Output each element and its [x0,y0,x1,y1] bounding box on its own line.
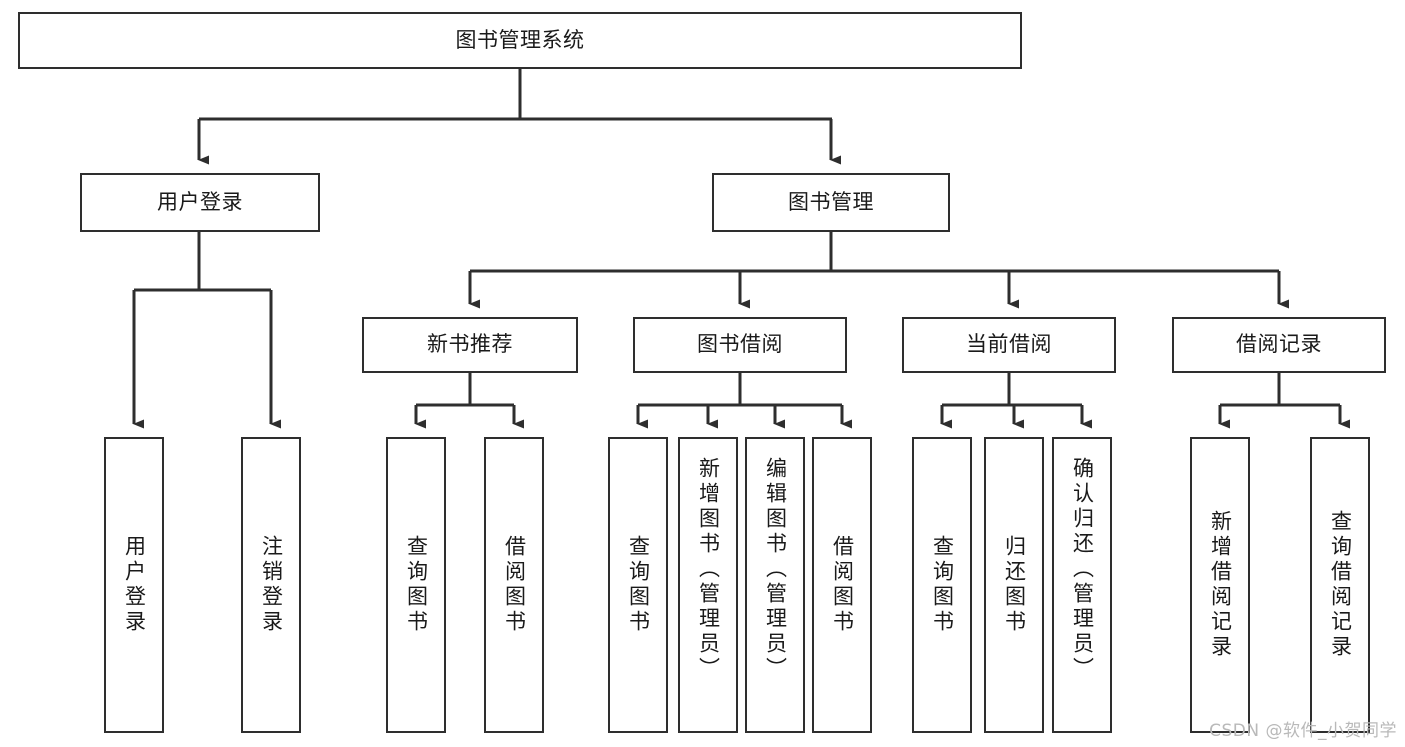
leaf-borrow-book[interactable]: 借阅图书 [812,437,872,733]
leaf-query-borrow-record-label: 查询借阅记录 [1328,510,1353,660]
leaf-query-book-borrow[interactable]: 查询图书 [608,437,668,733]
leaf-logout-label: 注销登录 [259,535,284,635]
leaf-confirm-return-admin-label: 确认归还（管理员） [1070,457,1095,682]
node-current-borrow[interactable]: 当前借阅 [902,317,1116,373]
node-book-management-label: 图书管理 [788,189,874,214]
node-current-borrow-label: 当前借阅 [966,332,1052,357]
leaf-add-borrow-record-label: 新增借阅记录 [1208,510,1233,660]
node-root-label: 图书管理系统 [455,27,585,52]
node-user-login[interactable]: 用户登录 [80,173,320,232]
node-borrow-records[interactable]: 借阅记录 [1172,317,1386,373]
node-book-management[interactable]: 图书管理 [712,173,950,232]
leaf-query-book-recommend-label: 查询图书 [404,535,429,635]
leaf-borrow-book-label: 借阅图书 [830,535,855,635]
leaf-edit-book-admin-label: 编辑图书（管理员） [763,457,788,682]
node-new-book-recommendation[interactable]: 新书推荐 [362,317,578,373]
node-new-book-recommendation-label: 新书推荐 [427,332,513,357]
leaf-borrow-book-recommend-label: 借阅图书 [502,535,527,635]
leaf-query-borrow-record[interactable]: 查询借阅记录 [1310,437,1370,733]
leaf-logout[interactable]: 注销登录 [241,437,301,733]
leaf-add-borrow-record[interactable]: 新增借阅记录 [1190,437,1250,733]
leaf-user-login[interactable]: 用户登录 [104,437,164,733]
leaf-edit-book-admin[interactable]: 编辑图书（管理员） [745,437,805,733]
leaf-query-book-current-label: 查询图书 [930,535,955,635]
leaf-query-book-borrow-label: 查询图书 [626,535,651,635]
node-book-borrow[interactable]: 图书借阅 [633,317,847,373]
node-book-borrow-label: 图书借阅 [697,332,783,357]
leaf-return-book-label: 归还图书 [1002,535,1027,635]
leaf-user-login-label: 用户登录 [122,535,147,635]
leaf-query-book-current[interactable]: 查询图书 [912,437,972,733]
leaf-add-book-admin[interactable]: 新增图书（管理员） [678,437,738,733]
leaf-add-book-admin-label: 新增图书（管理员） [696,457,721,682]
node-user-login-label: 用户登录 [157,189,243,214]
node-root[interactable]: 图书管理系统 [18,12,1022,69]
leaf-return-book[interactable]: 归还图书 [984,437,1044,733]
node-borrow-records-label: 借阅记录 [1236,332,1322,357]
leaf-borrow-book-recommend[interactable]: 借阅图书 [484,437,544,733]
watermark: CSDN @软件_小贺同学 [1209,721,1397,741]
leaf-confirm-return-admin[interactable]: 确认归还（管理员） [1052,437,1112,733]
leaf-query-book-recommend[interactable]: 查询图书 [386,437,446,733]
